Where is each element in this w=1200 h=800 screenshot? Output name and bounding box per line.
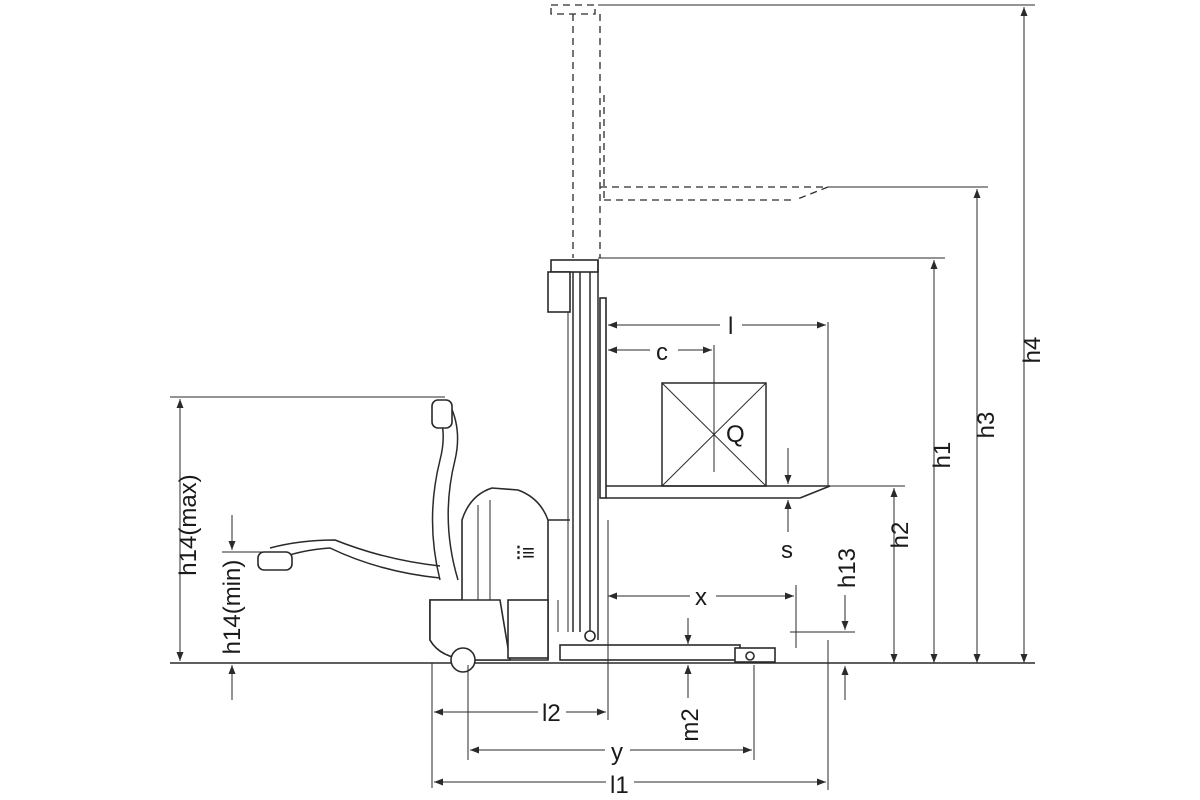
extended-mast-dashed <box>550 4 829 258</box>
dim-h4: h4 <box>1019 337 1046 364</box>
dim-l1: l1 <box>610 772 629 799</box>
dim-l: l <box>728 313 733 340</box>
load-box: Q <box>661 345 767 487</box>
fork <box>599 297 831 499</box>
dim-h13: h13 <box>834 548 861 588</box>
dim-h14-max: h14(max) <box>175 474 202 575</box>
display-panel-icon: ⁝≡ <box>515 540 535 565</box>
tiller-handle-max <box>431 399 459 581</box>
dim-y: y <box>611 739 623 766</box>
dim-s: s <box>781 537 793 564</box>
dim-h14-min: h14(min) <box>219 560 246 655</box>
dim-m2: m2 <box>677 708 704 741</box>
truck-body: ⁝≡ <box>429 487 776 673</box>
tiller-handle-min <box>257 539 441 579</box>
mast <box>547 259 599 642</box>
dim-l2: l2 <box>542 700 561 727</box>
load-label: Q <box>726 421 745 448</box>
dim-c: c <box>656 339 668 366</box>
dim-h3: h3 <box>973 412 1000 439</box>
dim-h1: h1 <box>929 442 956 469</box>
dim-x: x <box>695 584 707 611</box>
dim-h2: h2 <box>887 522 914 549</box>
